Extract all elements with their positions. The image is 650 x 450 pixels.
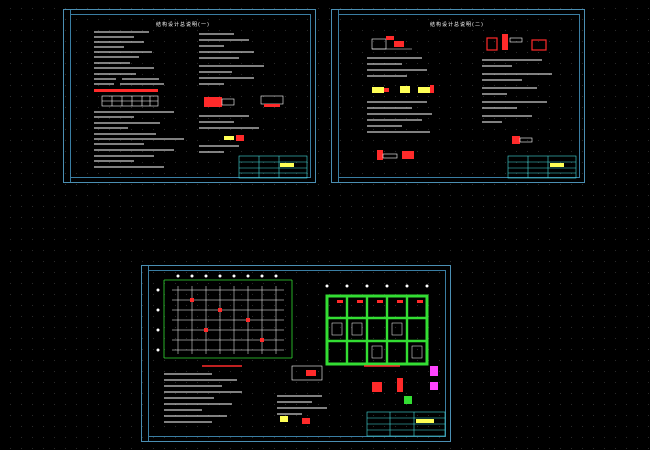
sheet-2-content xyxy=(367,34,577,179)
drawing-sheet-3[interactable] xyxy=(141,265,451,442)
sheet-border xyxy=(148,270,446,437)
drawing-sheet-1[interactable]: 结构设计总说明(一) xyxy=(63,9,316,183)
sheet-border xyxy=(338,14,580,178)
sheet-border xyxy=(70,14,311,178)
foundation-grid-plan xyxy=(156,274,293,367)
sheet-2-title: 结构设计总说明(二) xyxy=(430,22,484,28)
sheet-3-content xyxy=(156,274,446,437)
sheet-1-title: 结构设计总说明(一) xyxy=(156,22,210,28)
sheet-1-content xyxy=(94,31,308,179)
beam-plan xyxy=(325,284,429,367)
drawing-sheet-2[interactable]: 结构设计总说明(二) xyxy=(331,9,585,183)
